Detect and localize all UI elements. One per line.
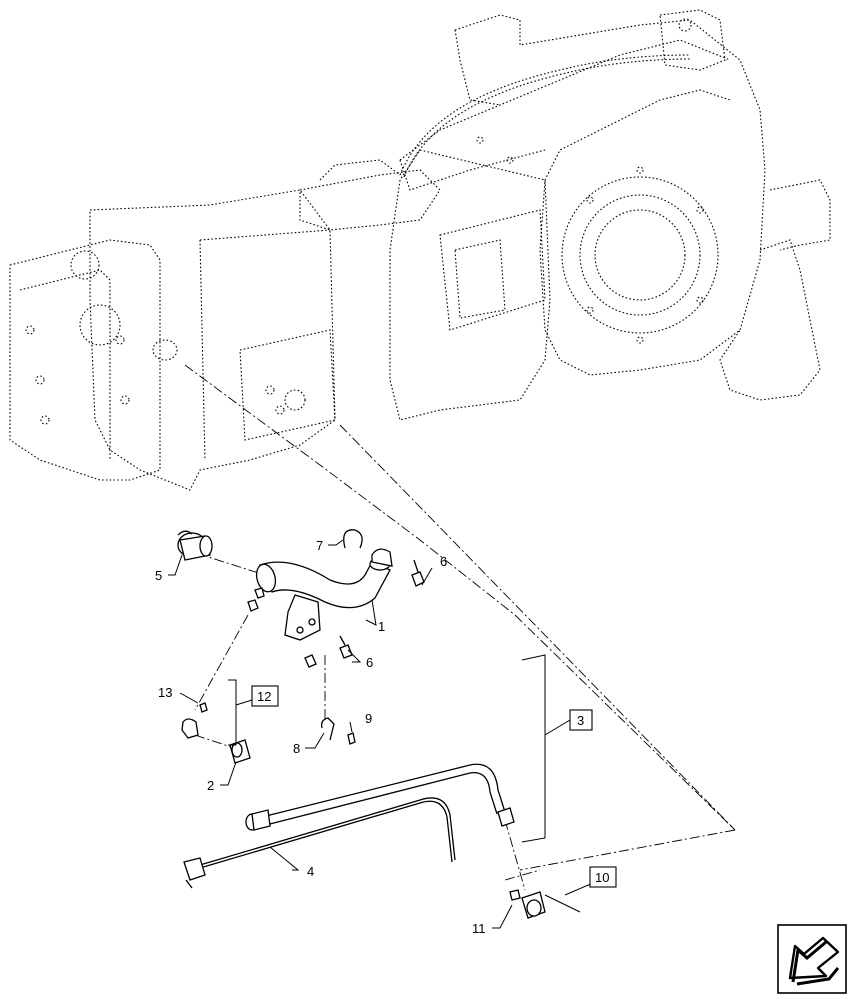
callout-11: 11: [472, 921, 486, 936]
callout-6-lower: 6: [366, 655, 373, 670]
callout-4: 4: [307, 864, 314, 879]
callout-8: 8: [293, 741, 300, 756]
dipstick-rod-part: [183, 797, 456, 889]
callout-7: 7: [316, 538, 323, 553]
fitting-parts: [181, 702, 251, 764]
arrow-left-down-icon[interactable]: [777, 924, 847, 994]
filler-cap-part: [177, 530, 213, 561]
callout-3: 3: [577, 713, 584, 728]
dipstick-tube-part: [245, 763, 515, 831]
callout-labels: 1 2 3 4 5 6 6 7 8 9 10 11 12 13: [155, 538, 617, 936]
callout-2: 2: [207, 778, 214, 793]
callout-12-box: [251, 685, 279, 707]
transmission-housing-outline: [9, 9, 831, 491]
drain-fitting-part: [509, 889, 546, 919]
callout-5: 5: [155, 568, 162, 583]
elbow-pipe-part: [255, 548, 393, 641]
callout-1: 1: [378, 619, 385, 634]
callout-12: 12: [257, 689, 271, 704]
bolt-parts: [247, 559, 425, 668]
snap-ring-part: [343, 529, 363, 549]
callout-6-upper: 6: [440, 554, 447, 569]
callout-3-box: [569, 709, 593, 731]
callout-9: 9: [365, 711, 372, 726]
callout-10: 10: [595, 870, 609, 885]
callout-13: 13: [158, 685, 172, 700]
clip-and-screw-parts: [320, 717, 356, 745]
callout-10-box: [589, 866, 617, 888]
callout-leaders: [168, 539, 513, 929]
group-brackets: [228, 654, 601, 913]
